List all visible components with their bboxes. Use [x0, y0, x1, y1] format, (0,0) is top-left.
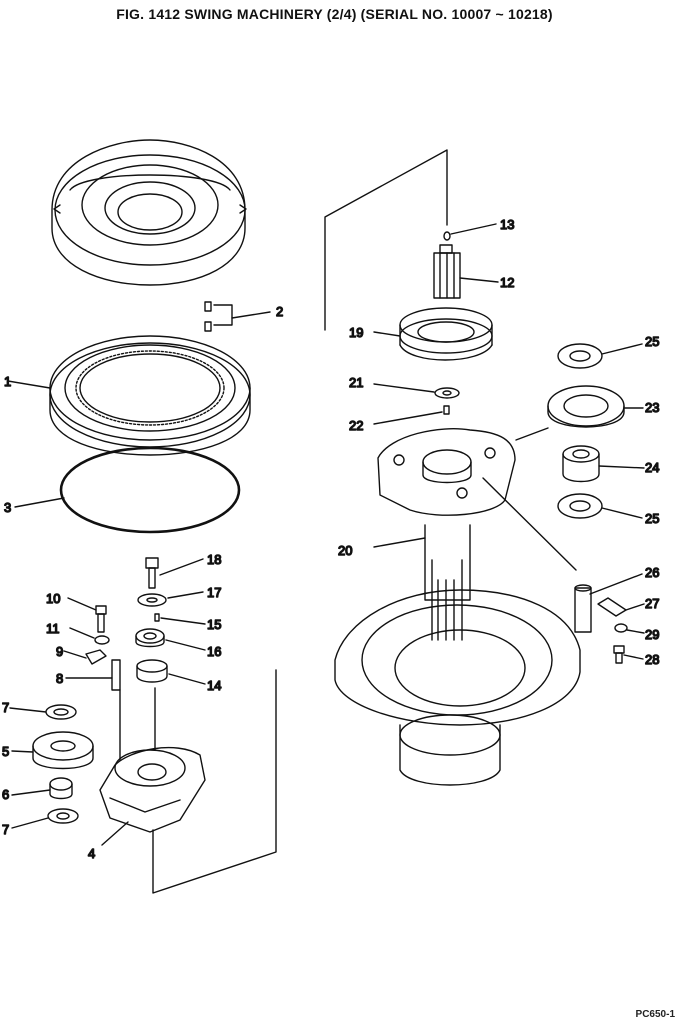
callout-label: 4	[88, 846, 95, 861]
planet-carrier	[9, 687, 206, 846]
callout-label: 1	[4, 374, 11, 389]
callout-label: 7	[2, 700, 9, 715]
figure-title: FIG. 1412 SWING MACHINERY (2/4) (SERIAL …	[116, 6, 553, 22]
callout-label: 2	[276, 304, 283, 319]
nut-21	[373, 383, 460, 425]
callout-label: 12	[500, 275, 514, 290]
callout-label: 14	[207, 678, 221, 693]
callout-label: 21	[349, 375, 363, 390]
callout-label: 25	[645, 511, 659, 526]
small-parts-center	[135, 557, 206, 685]
callout-label: 29	[645, 627, 659, 642]
callout-label: 26	[645, 565, 659, 580]
callout-label: 23	[645, 400, 659, 415]
callout-label: 13	[500, 217, 514, 232]
callout-label: 28	[645, 652, 659, 667]
pinion	[433, 223, 499, 299]
callout-label: 7	[2, 822, 9, 837]
callout-label: 19	[349, 325, 363, 340]
right-gears	[547, 343, 645, 519]
ring-gear	[7, 335, 251, 456]
o-ring	[14, 446, 241, 534]
connector-right	[324, 149, 448, 331]
small-parts-left	[63, 597, 121, 691]
callout-label: 18	[207, 552, 221, 567]
callout-label: 20	[338, 543, 352, 558]
output-shaft-housing	[373, 427, 577, 641]
callout-label: 15	[207, 617, 221, 632]
callout-label: 16	[207, 644, 221, 659]
callout-label: 11	[46, 621, 60, 636]
document-number: PC650-1	[635, 1009, 675, 1020]
callout-label: 5	[2, 744, 9, 759]
callout-label: 6	[2, 787, 9, 802]
case-fittings	[574, 573, 645, 664]
pins-2	[204, 301, 271, 332]
callout-label: 22	[349, 418, 363, 433]
top-cover	[51, 139, 247, 286]
callout-label: 10	[46, 591, 60, 606]
callout-label: 27	[645, 596, 659, 611]
callout-label: 8	[56, 671, 63, 686]
swing-case	[334, 589, 581, 786]
callout-label: 9	[56, 644, 63, 659]
connector-left	[152, 669, 277, 894]
callout-label: 17	[207, 585, 221, 600]
bearing-19	[373, 307, 493, 361]
callout-label: 3	[4, 500, 11, 515]
callout-label: 24	[645, 460, 659, 475]
callout-label: 25	[645, 334, 659, 349]
